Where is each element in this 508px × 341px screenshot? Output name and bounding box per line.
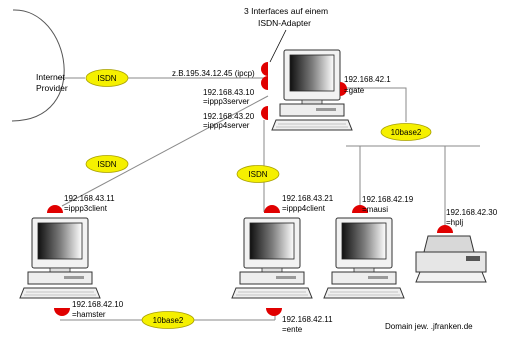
hamster-interface-eth (54, 308, 70, 316)
hamster-isdn-name: =ippp3client (64, 204, 108, 213)
gate-ext-ip: 192.168.42.1 (344, 75, 391, 84)
hplj-interface-eth (437, 225, 453, 233)
hamster-lan-ip: 192.168.42.10 (72, 300, 124, 309)
isdn-oval-ente: ISDN (236, 165, 280, 183)
printer-icon (415, 235, 487, 283)
internet-cloud (11, 9, 65, 122)
domain-note: Domain jew. .jfranken.de (385, 322, 473, 331)
internet-provider-line2: Provider (36, 83, 68, 93)
hplj-name: =hplj (446, 218, 463, 227)
hamster-computer-icon (19, 217, 101, 299)
link-gate-lan (346, 87, 407, 122)
gate-interface-ipcp (261, 76, 268, 90)
gate-ippp3-name: =ippp3server (203, 97, 250, 106)
hplj-ip: 192.168.42.30 (446, 208, 498, 217)
isdn-oval-internet: ISDN (85, 69, 129, 87)
ente-interface-isdn (264, 205, 280, 213)
gate-interfaces (261, 62, 347, 120)
isdn-hamster-label: ISDN (97, 160, 116, 169)
isdn-oval-hamster: ISDN (85, 155, 129, 173)
hamster-lan-name: =hamster (72, 310, 106, 319)
lan-bottom-label: 10base2 (153, 316, 184, 325)
lan-gate-label: 10base2 (391, 128, 422, 137)
annotation-line1: 3 Interfaces auf einem (244, 6, 328, 16)
gate-ippp3-ip: 192.168.43.10 (203, 88, 255, 97)
lan-oval-gate: 10base2 (380, 123, 432, 141)
mausi-interface-eth (352, 205, 368, 213)
link-gate-hamster (61, 95, 269, 207)
gate-interface-ippp4 (261, 106, 268, 120)
mausi-name: =mausi (362, 205, 388, 214)
gate-ippp4-ip: 192.168.43.20 (203, 112, 255, 121)
hamster-isdn-ip: 192.168.43.11 (64, 194, 115, 203)
ente-isdn-name: =ippp4client (282, 204, 326, 213)
annotation-line2: ISDN-Adapter (258, 18, 311, 28)
ipcp-address-label: z.B.195.34.12.45 (ipcp) (172, 69, 255, 78)
gate-ext-name: =gate (344, 86, 365, 95)
mausi-ip: 192.168.42.19 (362, 195, 414, 204)
gate-ippp4-name: =ippp4server (203, 121, 250, 130)
isdn-internet-label: ISDN (97, 74, 116, 83)
ente-interface-eth (266, 308, 282, 316)
lan-oval-bottom: 10base2 (141, 311, 195, 329)
gate-interface-eth (340, 82, 347, 96)
ente-isdn-ip: 192.168.43.21 (282, 194, 334, 203)
annotation-pointer (269, 29, 287, 63)
ente-lan-name: =ente (282, 325, 303, 334)
isdn-ente-label: ISDN (248, 170, 267, 179)
internet-provider-line1: Internet (36, 72, 65, 82)
mausi-computer-icon (323, 217, 405, 299)
ente-computer-icon (231, 217, 313, 299)
hamster-interface-isdn (47, 205, 63, 213)
gate-interface-ippp3 (261, 62, 268, 76)
ente-lan-ip: 192.168.42.11 (282, 315, 333, 324)
